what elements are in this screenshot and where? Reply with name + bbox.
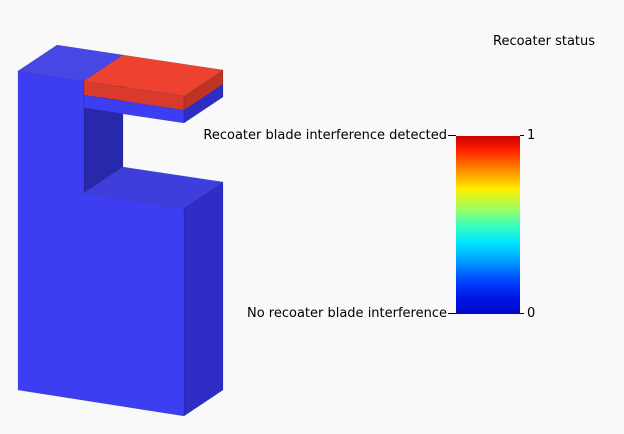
- part-3d-model[interactable]: [0, 0, 260, 434]
- colorbar-title: Recoater status: [493, 34, 596, 49]
- colorbar-tick-top-right: [520, 135, 524, 136]
- colorbar-tick-bottom-left: [448, 313, 456, 314]
- colorbar-value-min: 0: [527, 306, 536, 321]
- lower-column-right-side-face: [183, 181, 224, 417]
- colorbar-gradient: [456, 136, 520, 314]
- interference-top-face: [83, 54, 224, 97]
- colorbar-value-max: 1: [527, 128, 536, 143]
- colorbar-label-interference: Recoater blade interference detected: [203, 128, 447, 143]
- colorbar-label-no-interference: No recoater blade interference: [246, 306, 447, 321]
- colorbar-tick-top-left: [448, 135, 456, 136]
- colorbar: [456, 136, 520, 314]
- colorbar-tick-bottom-right: [520, 313, 524, 314]
